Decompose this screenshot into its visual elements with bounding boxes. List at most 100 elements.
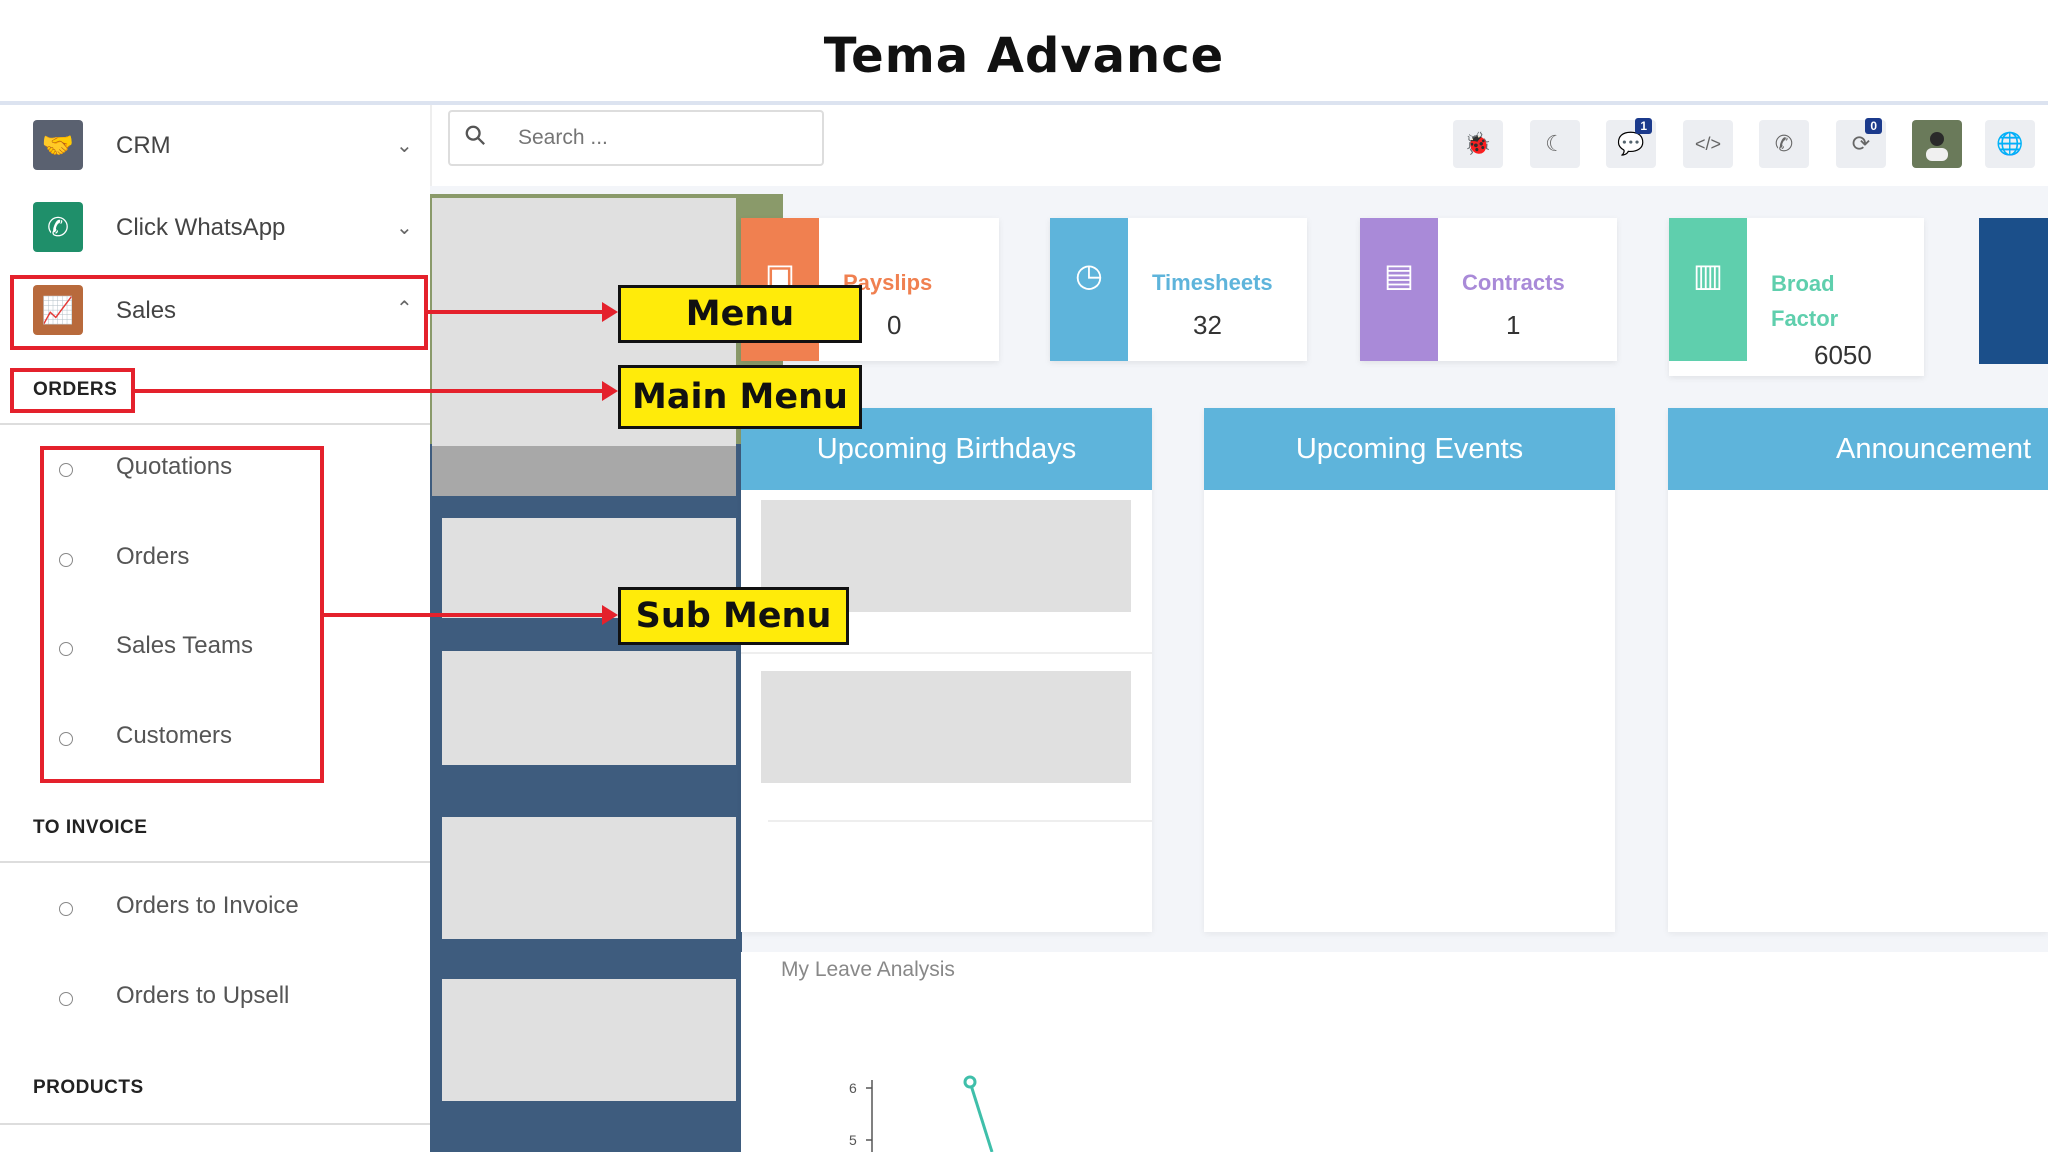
- chevron-down-icon: ⌄: [396, 135, 413, 157]
- panel-header: Announcement: [1668, 408, 2048, 490]
- main-menu-highlight-box: [10, 368, 135, 413]
- handshake-icon: 🤝: [33, 120, 83, 170]
- menu-arrow-line: [428, 310, 602, 314]
- submenu-label: Customers: [116, 722, 233, 749]
- user-avatar-icon: [1926, 132, 1948, 161]
- whatsapp-button[interactable]: ✆: [1759, 120, 1809, 168]
- notification-badge: 1: [1635, 118, 1652, 134]
- sidebar-item-sales[interactable]: 📈 Sales ⌃: [0, 270, 430, 350]
- sidebar: 🤝 CRM ⌄ ✆ Click WhatsApp ⌄ 📈 Sales ⌃ ORD…: [0, 105, 432, 1152]
- chart-line-icon: 📈: [33, 285, 83, 335]
- chevron-up-icon: ⌃: [396, 298, 413, 320]
- whatsapp-icon: ✆: [33, 202, 83, 252]
- main-menu-arrow-line: [135, 389, 602, 393]
- activity-button[interactable]: ⟳0: [1836, 118, 1886, 168]
- language-button[interactable]: 🌐: [1985, 120, 2035, 168]
- stat-value: 32: [1193, 310, 1222, 340]
- sidebar-item-click-whatsapp[interactable]: ✆ Click WhatsApp ⌄: [0, 187, 430, 267]
- row-divider: [741, 652, 1152, 654]
- placeholder-block: [442, 979, 736, 1101]
- page-title: Tema Advance: [823, 28, 1225, 84]
- section-divider: [0, 423, 430, 425]
- callout-menu: Menu: [618, 285, 862, 343]
- leave-analysis-card: [741, 952, 2048, 1152]
- stat-label-line: Factor: [1771, 306, 1839, 331]
- section-title-products: PRODUCTS: [33, 1077, 144, 1098]
- submenu-label: Orders to Invoice: [116, 892, 299, 919]
- chevron-down-icon: ⌄: [396, 217, 413, 239]
- activity-icon: ⟳: [1851, 131, 1871, 156]
- dark-mode-button[interactable]: ☾: [1530, 120, 1580, 168]
- panel-upcoming-events: Upcoming Events: [1204, 408, 1615, 932]
- arrow-head-icon: [602, 381, 618, 401]
- sidebar-item-label: Sales: [116, 297, 177, 324]
- circle-icon: [59, 463, 73, 477]
- sub-menu-arrow-line: [324, 613, 602, 617]
- bug-report-button[interactable]: 🐞: [1453, 120, 1503, 168]
- notification-badge: 0: [1865, 118, 1882, 134]
- leave-chart: [866, 1075, 994, 1152]
- stat-card-partial: [1979, 218, 2048, 364]
- circle-icon: [59, 553, 73, 567]
- chart-title: My Leave Analysis: [781, 958, 955, 981]
- code-button[interactable]: </>: [1683, 120, 1733, 168]
- sidebar-item-crm[interactable]: 🤝 CRM ⌄: [0, 105, 430, 185]
- circle-icon: [59, 642, 73, 656]
- submenu-item-orders-to-upsell[interactable]: Orders to Upsell: [0, 976, 430, 1026]
- circle-icon: [59, 992, 73, 1006]
- search-icon: [465, 125, 485, 145]
- moon-icon: ☾: [1545, 131, 1565, 156]
- stat-card-timesheets[interactable]: ◷ Timesheets 32: [1050, 218, 1307, 361]
- arrow-head-icon: [602, 605, 618, 625]
- submenu-label: Orders to Upsell: [116, 982, 290, 1009]
- circle-icon: [59, 902, 73, 916]
- menu-highlight-box: [10, 275, 428, 350]
- globe-icon: 🌐: [1996, 131, 2024, 156]
- submenu-item-customers[interactable]: Customers: [0, 716, 430, 766]
- stat-label: Contracts: [1462, 270, 1565, 295]
- header-divider: [0, 101, 2048, 105]
- stat-value: 6050: [1814, 340, 1872, 370]
- submenu-label: Quotations: [116, 453, 233, 480]
- avatar[interactable]: [1912, 120, 1962, 168]
- arrow-head-icon: [602, 302, 618, 322]
- sidebar-item-label: CRM: [116, 132, 171, 159]
- section-title-to-invoice: TO INVOICE: [33, 817, 148, 838]
- book-icon: ▤: [1360, 218, 1438, 361]
- search-input[interactable]: [516, 118, 810, 158]
- section-title-orders: ORDERS: [33, 379, 118, 400]
- submenu-label: Orders: [116, 543, 190, 570]
- submenu-item-sales-teams[interactable]: Sales Teams: [0, 626, 430, 676]
- submenu-label: Sales Teams: [116, 632, 253, 659]
- placeholder-block: [442, 651, 736, 765]
- circle-icon: [59, 732, 73, 746]
- submenu-item-quotations[interactable]: Quotations: [0, 447, 430, 497]
- placeholder-block: [442, 817, 736, 939]
- stat-label-line: Broad: [1771, 271, 1835, 296]
- submenu-item-orders[interactable]: Orders: [0, 537, 430, 587]
- y-tick-label: 5: [849, 1132, 857, 1148]
- row-divider: [768, 820, 1152, 822]
- stat-label: Timesheets: [1152, 270, 1273, 295]
- y-tick-label: 6: [849, 1080, 857, 1096]
- panel-upcoming-birthdays: Upcoming Birthdays: [741, 408, 1152, 932]
- section-divider: [0, 861, 430, 863]
- leave-series-line: [968, 1081, 994, 1152]
- bug-icon: 🐞: [1464, 131, 1492, 156]
- whatsapp-icon: ✆: [1774, 131, 1794, 156]
- search-box: [448, 110, 824, 166]
- panel-announcement: Announcement: [1668, 408, 2048, 932]
- birthday-placeholder: [761, 671, 1131, 783]
- code-icon: </>: [1694, 133, 1722, 154]
- callout-sub-menu: Sub Menu: [618, 587, 849, 645]
- submenu-item-orders-to-invoice[interactable]: Orders to Invoice: [0, 886, 430, 936]
- section-divider: [0, 1123, 430, 1125]
- messages-button[interactable]: 💬1: [1606, 118, 1656, 168]
- placeholder-block: [432, 446, 736, 496]
- clock-icon: ◷: [1050, 218, 1128, 361]
- callout-main-menu: Main Menu: [618, 365, 862, 429]
- bar-chart-icon: ▥: [1669, 218, 1747, 361]
- stat-card-contracts[interactable]: ▤ Contracts 1: [1360, 218, 1617, 361]
